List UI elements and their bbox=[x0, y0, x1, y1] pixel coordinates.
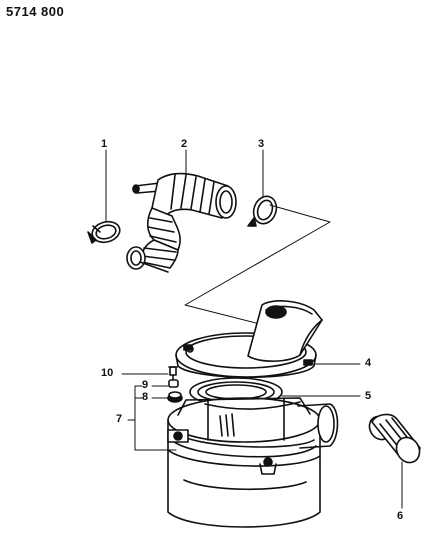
duct-hose bbox=[365, 413, 424, 467]
callout-10: 10 bbox=[101, 367, 114, 379]
hose-clamp-left bbox=[88, 219, 122, 246]
callout-2: 2 bbox=[181, 138, 188, 150]
bolt-10 bbox=[169, 367, 177, 380]
nut-9 bbox=[169, 380, 178, 387]
callout-9: 9 bbox=[142, 379, 149, 391]
hose-clamp-right bbox=[248, 193, 280, 227]
leader-lines bbox=[105, 149, 403, 509]
callout-7: 7 bbox=[116, 413, 123, 425]
callout-8: 8 bbox=[142, 391, 149, 403]
callout-4: 4 bbox=[365, 357, 372, 369]
grommet-8 bbox=[168, 392, 182, 402]
callout-5: 5 bbox=[365, 390, 372, 402]
intake-hose bbox=[127, 174, 236, 272]
callout-1: 1 bbox=[101, 138, 108, 150]
drawing-code: 5714 800 bbox=[6, 4, 65, 19]
callout-3: 3 bbox=[258, 138, 265, 150]
air-cleaner-case bbox=[168, 398, 338, 527]
assembly-guide-lines bbox=[184, 204, 331, 327]
air-cleaner-cover bbox=[176, 301, 322, 377]
callout-6: 6 bbox=[397, 510, 404, 522]
